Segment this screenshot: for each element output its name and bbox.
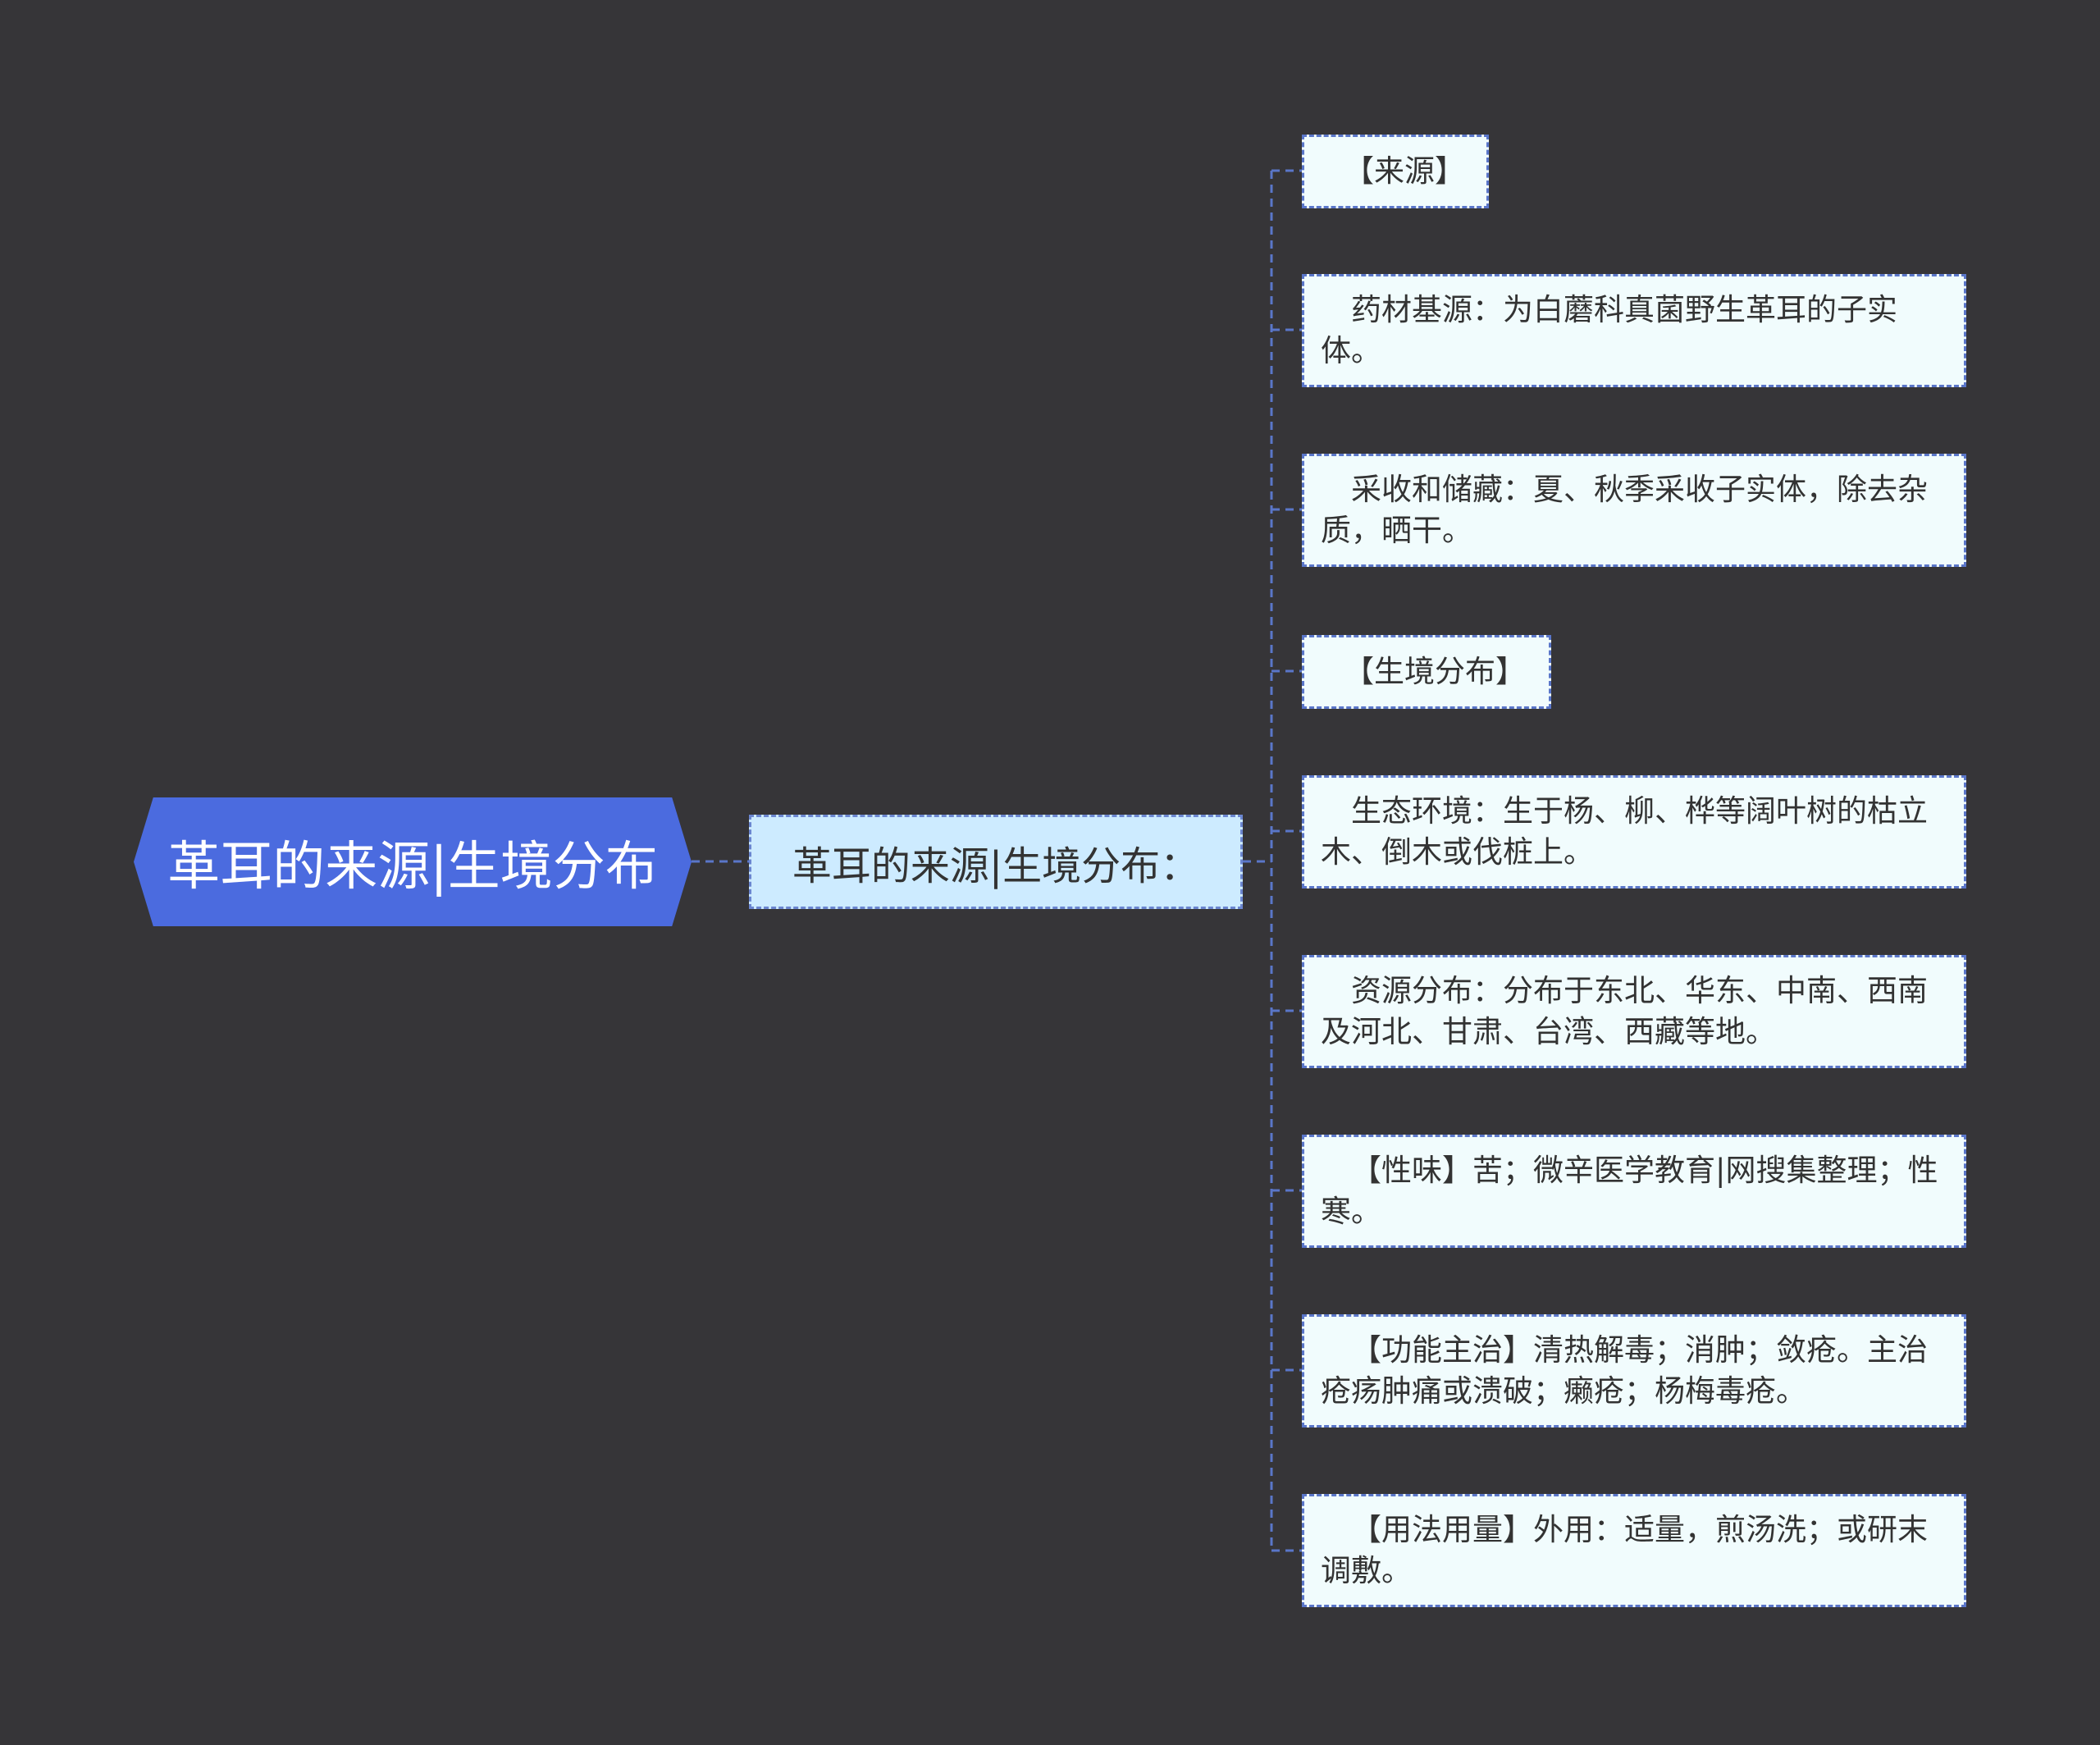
leaf-node-ecology[interactable]: 生态环境：生于杨、柳、桦等阔叶树的枯立木、倒木或伐桩上。 xyxy=(1302,775,1966,888)
leaf-node-label: 生态环境：生于杨、柳、桦等阔叶树的枯立木、倒木或伐桩上。 xyxy=(1321,793,1928,870)
root-node[interactable]: 革耳的来源|生境分布 xyxy=(134,797,692,926)
leaf-node-label: 【生境分布】 xyxy=(1344,654,1526,689)
branch-node-label: 革耳的来源|生境分布： xyxy=(792,843,1200,889)
leaf-node-harvest[interactable]: 采收和储藏：夏、秋季采收子实体，除去杂质，晒干。 xyxy=(1302,454,1966,567)
leaf-node-label: 【用法用量】外用：适量，煎汤洗；或研末调敷。 xyxy=(1321,1512,1928,1588)
leaf-node-label: 【功能主治】清热解毒；消肿；敛疮。主治疮疡肿痛或溃破；癞疮；杨梅毒疮。 xyxy=(1321,1332,1928,1409)
leaf-node-label: 资源分布：分布于东北、华东、中南、西南及河北、甘肃、台湾、西藏等地。 xyxy=(1321,973,1928,1049)
leaf-node-usage[interactable]: 【用法用量】外用：适量，煎汤洗；或研末调敷。 xyxy=(1302,1494,1966,1607)
leaf-node-nature-flavor[interactable]: 【性味】苦；微辛医学教育|网搜集整理；性寒。 xyxy=(1302,1135,1966,1248)
leaf-node-label: 【来源】 xyxy=(1344,153,1465,189)
leaf-node-function[interactable]: 【功能主治】清热解毒；消肿；敛疮。主治疮疡肿痛或溃破；癞疮；杨梅毒疮。 xyxy=(1302,1314,1966,1428)
leaf-node-label: 药材基源：为白蘑科真菌野生革耳的子实体。 xyxy=(1321,292,1897,368)
branch-node[interactable]: 革耳的来源|生境分布： xyxy=(749,815,1243,909)
leaf-node-label: 采收和储藏：夏、秋季采收子实体，除去杂质，晒干。 xyxy=(1321,472,1928,548)
leaf-node-distribution[interactable]: 资源分布：分布于东北、华东、中南、西南及河北、甘肃、台湾、西藏等地。 xyxy=(1302,955,1966,1068)
leaf-node-habitat-heading[interactable]: 【生境分布】 xyxy=(1302,635,1551,709)
leaf-node-origin[interactable]: 药材基源：为白蘑科真菌野生革耳的子实体。 xyxy=(1302,274,1966,387)
leaf-node-label: 【性味】苦；微辛医学教育|网搜集整理；性寒。 xyxy=(1321,1153,1938,1229)
leaf-node-source-heading[interactable]: 【来源】 xyxy=(1302,135,1489,208)
root-node-label: 革耳的来源|生境分布 xyxy=(167,836,658,898)
